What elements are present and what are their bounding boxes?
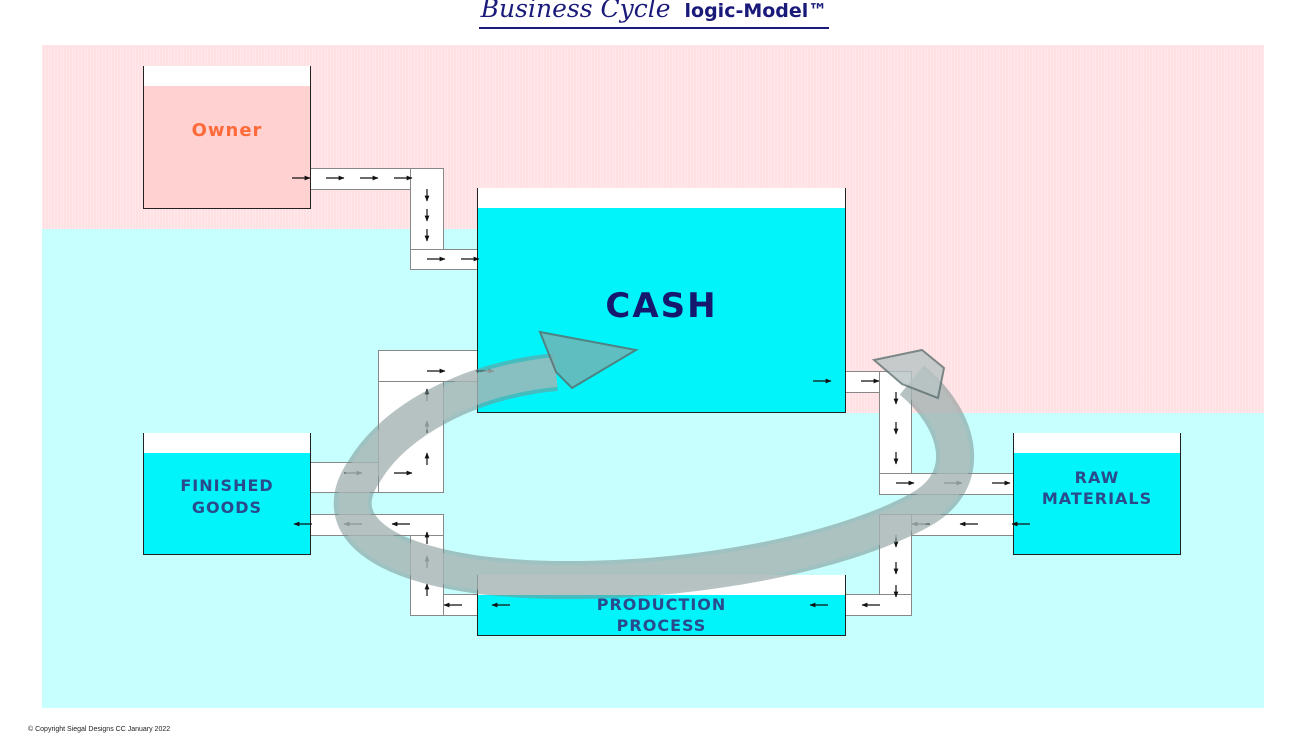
finished-goods-line1: FINISHED	[180, 476, 274, 495]
diagram-title: Business Cycle logic-Model™	[0, 0, 1308, 29]
cycle-arrowhead-cash-icon	[538, 330, 639, 390]
raw-materials-line1: RAW	[1074, 468, 1120, 487]
production-line2: PROCESS	[616, 616, 707, 635]
finished-goods-tank: FINISHED GOODS	[143, 433, 311, 555]
raw-materials-fill	[1014, 453, 1180, 554]
raw-materials-line2: MATERIALS	[1041, 489, 1153, 508]
owner-label: Owner	[191, 120, 263, 141]
title-main: Business Cycle	[480, 0, 671, 23]
cash-label: CASH	[605, 286, 718, 326]
raw-materials-tank: RAW MATERIALS	[1013, 433, 1181, 555]
owner-tank-fill	[144, 86, 310, 208]
production-fill	[478, 595, 845, 635]
copyright-text: © Copyright Siegal Designs CC January 20…	[28, 726, 171, 733]
finished-goods-line2: GOODS	[191, 498, 263, 517]
title-logo: logic-Model™	[684, 0, 828, 22]
owner-tank: Owner	[143, 66, 311, 209]
production-line1: PRODUCTION	[596, 595, 727, 614]
cycle-arrowhead-right-icon	[871, 348, 946, 400]
finished-goods-fill	[144, 453, 310, 554]
cycle-arrow-icon-inner	[337, 357, 971, 596]
